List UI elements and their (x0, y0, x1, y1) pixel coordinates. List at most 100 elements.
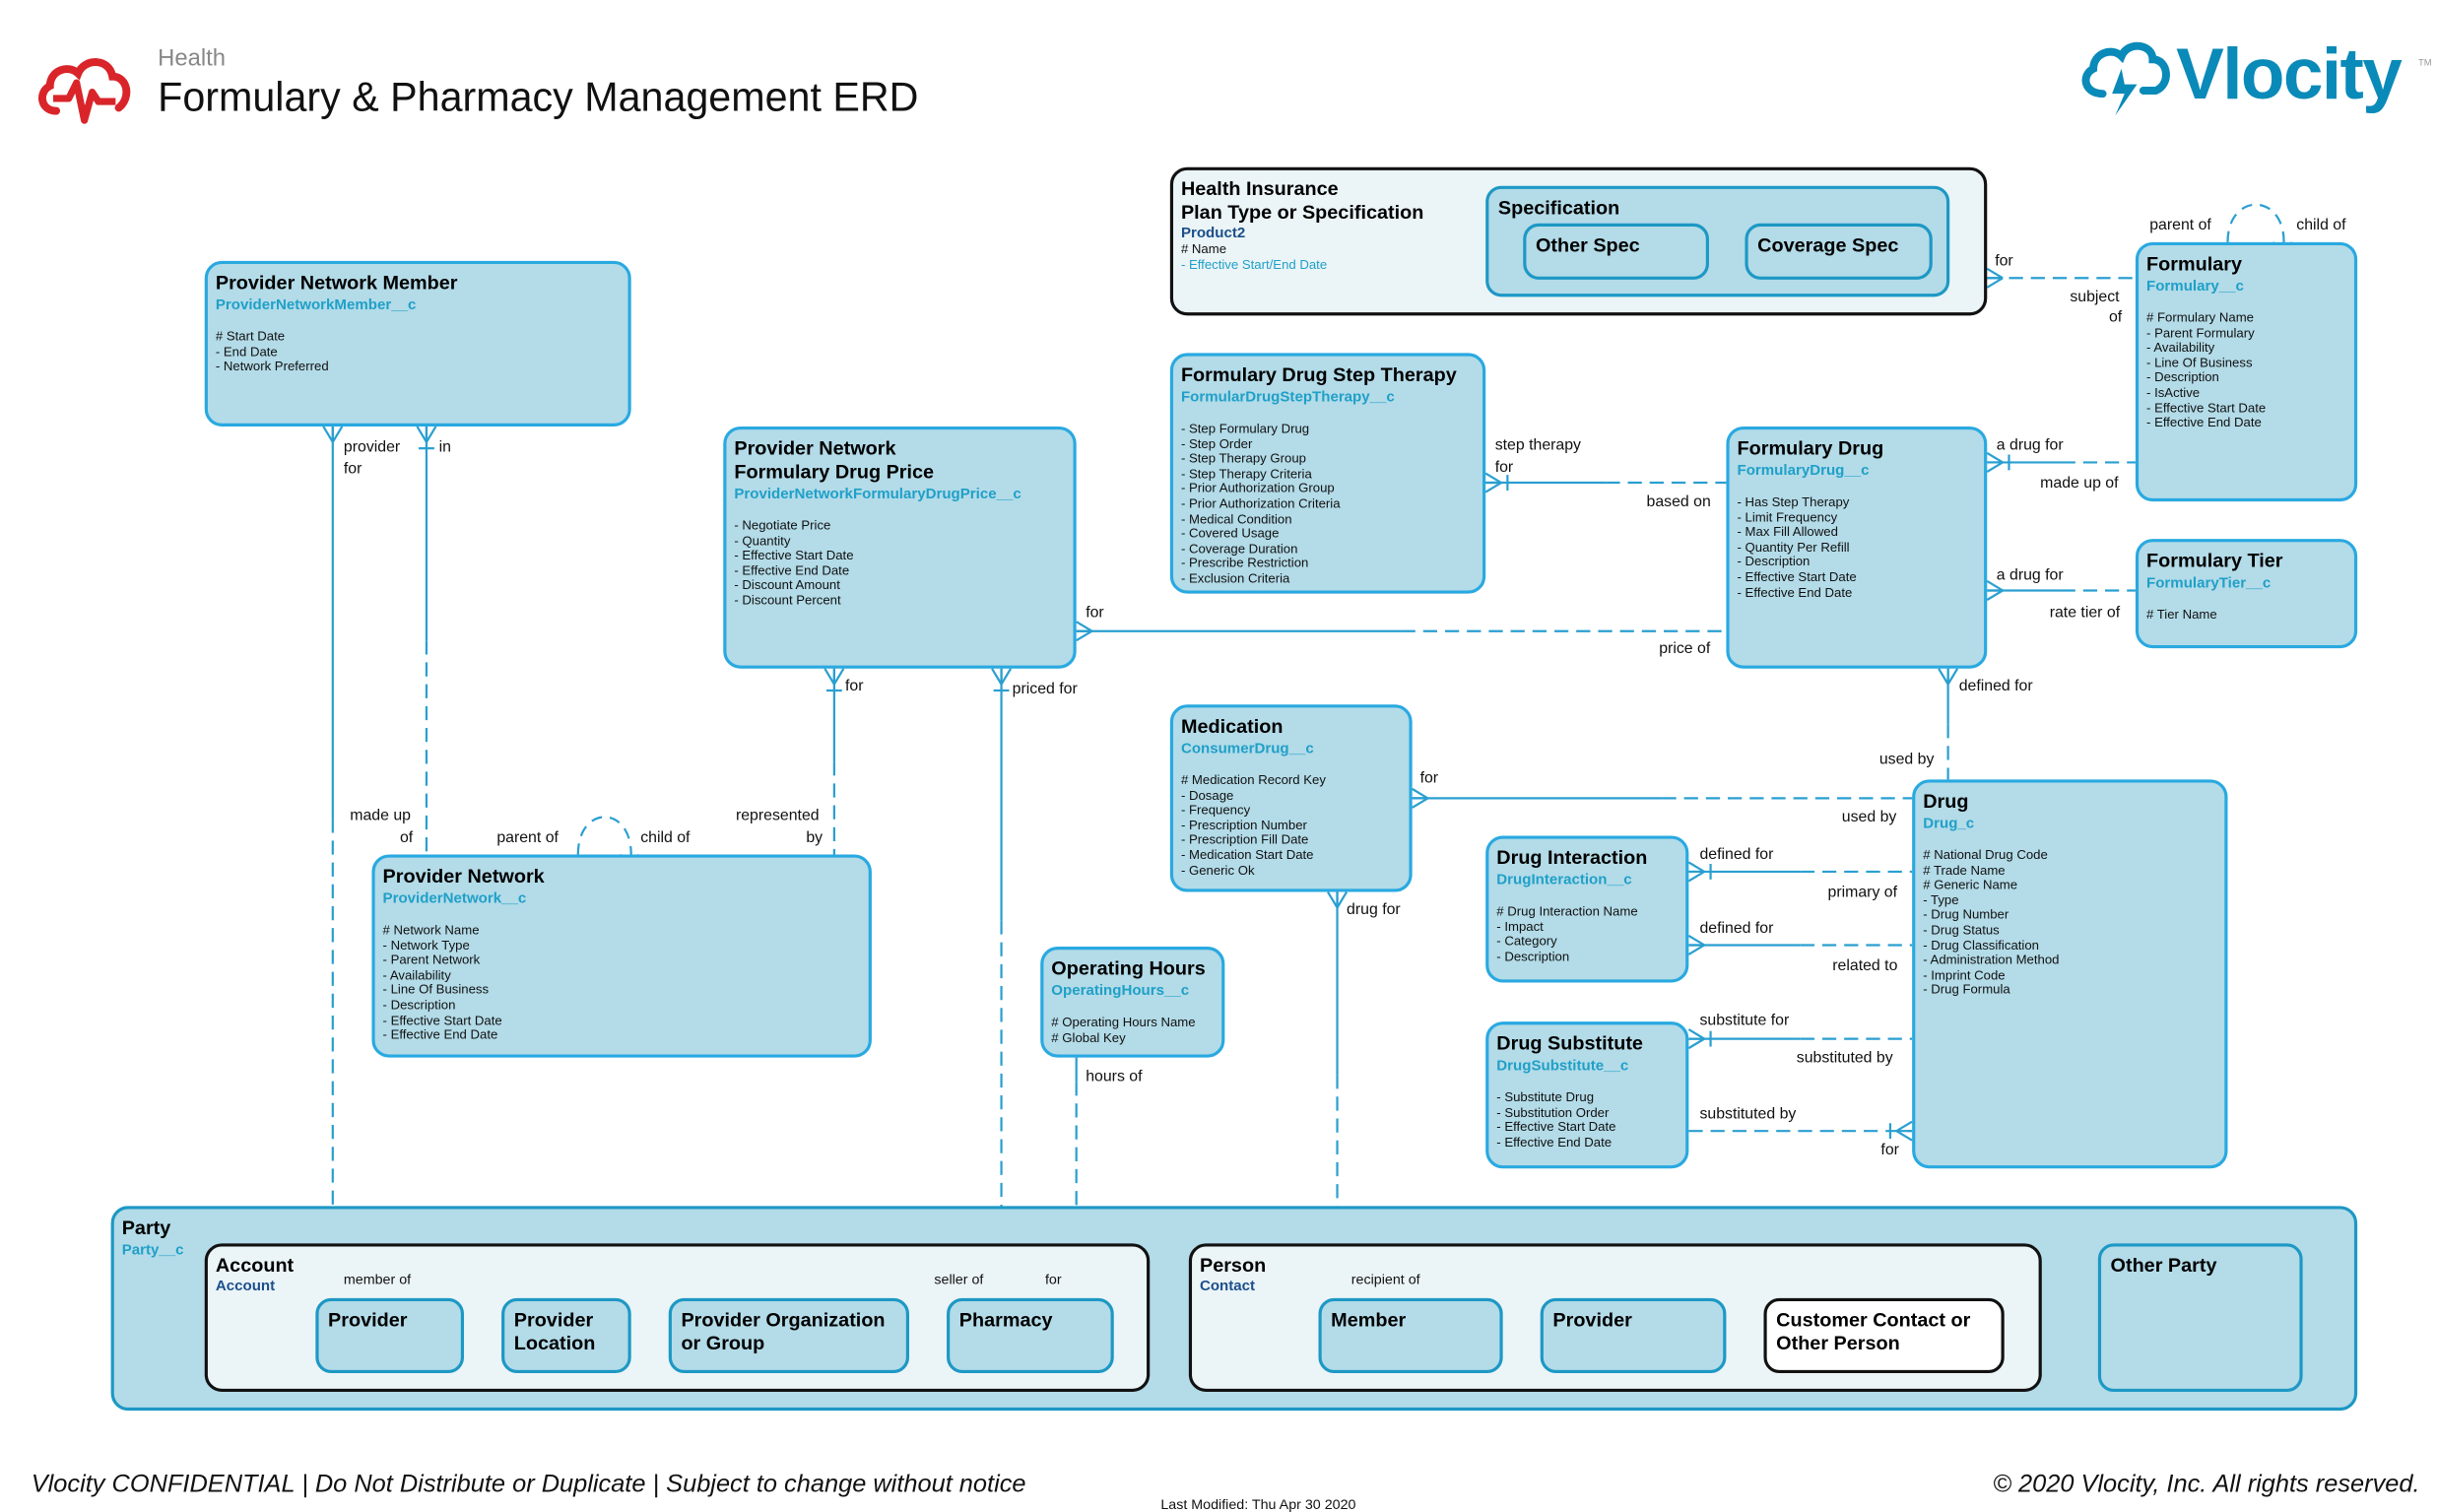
other-spec-subtype[interactable]: Other Spec (1523, 223, 1709, 280)
relationship-label: related to (1832, 957, 1898, 975)
provider-person-subtype[interactable]: Provider (1540, 1297, 1727, 1374)
plan-attr: - Effective Start/End Date (1180, 255, 1328, 272)
entity-title: Provider Network Formulary Drug Price (734, 437, 935, 484)
crows-foot-marker (1484, 472, 1502, 484)
crows-foot-marker (1986, 589, 2004, 601)
hours-entity[interactable]: Operating Hours OperatingHours__c# Opera… (1040, 947, 1225, 1058)
entity-title: Drug (1923, 790, 1969, 813)
customer-contact-subtype[interactable]: Customer Contact or Other Person (1763, 1297, 2005, 1374)
entity-api-name: ProviderNetwork__c (382, 889, 527, 908)
entity-api-name: FormularyTier__c (2146, 574, 2272, 593)
account-api-name: Account (215, 1278, 276, 1295)
network-entity[interactable]: Provider Network ProviderNetwork__c# Net… (371, 854, 872, 1058)
entity-attribute: - Effective End Date (382, 1026, 498, 1043)
entity-attribute: - Substitute Drug (1496, 1088, 1595, 1105)
relationship-label: seller of (934, 1271, 984, 1287)
entity-attribute: - Covered Usage (1180, 525, 1280, 541)
interaction-entity[interactable]: Drug Interaction DrugInteraction__c# Dru… (1485, 835, 1689, 983)
copyright: © 2020 Vlocity, Inc. All rights reserved… (1993, 1471, 2420, 1498)
entity-attribute: - Substitution Order (1496, 1103, 1610, 1120)
relationship-label: defined for (1699, 846, 1774, 865)
entity-attribute: - Has Step Therapy (1737, 493, 1850, 510)
provider-organization-subtype[interactable]: Provider Organization or Group (668, 1297, 909, 1374)
vlocity-logo-text: Vlocity (2176, 33, 2403, 114)
last-modified: Last Modified: Thu Apr 30 2020 (1160, 1496, 1355, 1512)
entity-api-name: FormularDrugStepTherapy__c (1180, 388, 1395, 407)
relationship-label: based on (1646, 493, 1711, 511)
provider-account-subtype[interactable]: Provider (315, 1297, 465, 1374)
pnfdp-entity[interactable]: Provider Network Formulary Drug Price Pr… (723, 426, 1077, 669)
entity-title: Formulary Drug (1737, 437, 1884, 460)
crows-foot-marker (823, 668, 835, 686)
formulary-entity[interactable]: Formulary Formulary__c # Formulary Name - … (2135, 241, 2358, 502)
entity-attribute: - Effective Start Date (734, 547, 854, 563)
relationship-label: hours of (1086, 1068, 1143, 1086)
member-subtype[interactable]: Member (1318, 1297, 1503, 1374)
coverage-spec-subtype[interactable]: Coverage Spec (1745, 223, 1933, 280)
crows-foot-marker (1895, 1130, 1913, 1142)
entity-title: Formulary (2146, 252, 2242, 276)
relationship-label: represented (735, 807, 820, 825)
medication-entity[interactable]: Medication ConsumerDrug__c# Medication R… (1169, 704, 1413, 892)
crows-foot-marker (1412, 797, 1429, 809)
crows-foot-marker (1687, 861, 1705, 873)
entity-attribute: - IsActive (2146, 384, 2201, 400)
subtype-label: Provider (1552, 1308, 1632, 1332)
entity-attribute: - Effective End Date (734, 561, 850, 578)
relationship-label: step therapy (1494, 437, 1582, 455)
entity-api-name: Formulary__c (2146, 278, 2244, 296)
pharmacy-subtype[interactable]: Pharmacy (947, 1297, 1114, 1374)
substitute-entity[interactable]: Drug Substitute DrugSubstitute__c- Subst… (1485, 1021, 1689, 1169)
relationship-label: rate tier of (2049, 604, 2121, 623)
crows-foot-marker (1986, 267, 2004, 280)
relationship-label: parent of (2149, 217, 2211, 234)
entity-title: Operating Hours (1051, 957, 1206, 980)
subtype-label: Provider (328, 1308, 408, 1332)
entity-attribute: - Category (1496, 933, 1557, 949)
self-relationship-loop (2226, 203, 2285, 242)
crows-foot-marker (1986, 277, 2004, 289)
entity-attribute: - Frequency (1180, 801, 1251, 818)
crows-foot-marker (1327, 890, 1339, 908)
self-relationship-loop (576, 816, 632, 855)
entity-attribute: - Availability (2146, 339, 2215, 356)
crows-foot-marker (1687, 1028, 1705, 1040)
drug-entity[interactable]: Drug Drug_c# National Drug Code# Trade N… (1912, 779, 2228, 1169)
provider-location-subtype[interactable]: Provider Location (501, 1297, 631, 1374)
step-entity[interactable]: Formulary Drug Step Therapy FormularDrug… (1169, 353, 1486, 594)
specification-title: Specification (1497, 196, 1620, 220)
relationship-label: by (806, 829, 823, 847)
entity-api-name: ConsumerDrug__c (1180, 740, 1314, 758)
crows-foot-marker (991, 668, 1003, 686)
relationship-label: for (1086, 604, 1104, 623)
party-title: Party (121, 1216, 171, 1239)
relationship-label: a drug for (1996, 566, 2064, 585)
entity-api-name: Drug_c (1923, 815, 1975, 833)
crows-foot-marker (322, 426, 334, 443)
relationship-label: primary of (1827, 884, 1898, 902)
page-title: Formulary & Pharmacy Management ERD (158, 73, 919, 121)
party-api-name: Party__c (121, 1241, 184, 1260)
entity-attribute: - Description (2146, 368, 2219, 385)
pnm-entity[interactable]: Provider Network Member ProviderNetworkM… (204, 260, 631, 427)
tier-entity[interactable]: Formulary Tier FormularyTier__c# Tier Na… (2135, 539, 2358, 649)
fdrug-entity[interactable]: Formulary Drug FormularyDrug__c- Has Ste… (1726, 426, 1988, 669)
relationship-label: used by (1878, 751, 1935, 769)
entity-attribute: - Step Order (1180, 434, 1253, 451)
subtype-label: Customer Contact or Other Person (1776, 1308, 1971, 1354)
relationship-label: for (1044, 1271, 1062, 1287)
entity-attribute: - Effective Start Date (1737, 568, 1857, 585)
trademark: TM (2417, 59, 2432, 69)
crows-foot-marker (1484, 482, 1502, 493)
entity-attribute: - Drug Status (1923, 921, 2000, 938)
entity-attribute: - Effective Start Date (382, 1011, 502, 1027)
plan-title-2: Plan Type or Specification (1180, 201, 1424, 224)
entity-attribute: - Line Of Business (2146, 354, 2253, 370)
entity-attribute: - Prescription Fill Date (1180, 831, 1309, 848)
entity-attribute: # Operating Hours Name (1051, 1014, 1196, 1030)
other-party-subtype[interactable]: Other Party (2097, 1243, 2303, 1393)
relationship-label: a drug for (1996, 437, 2064, 455)
subtype-label: Coverage Spec (1757, 233, 1899, 257)
crows-foot-marker (1076, 629, 1093, 642)
entity-attribute: # Formulary Name (2146, 309, 2254, 325)
